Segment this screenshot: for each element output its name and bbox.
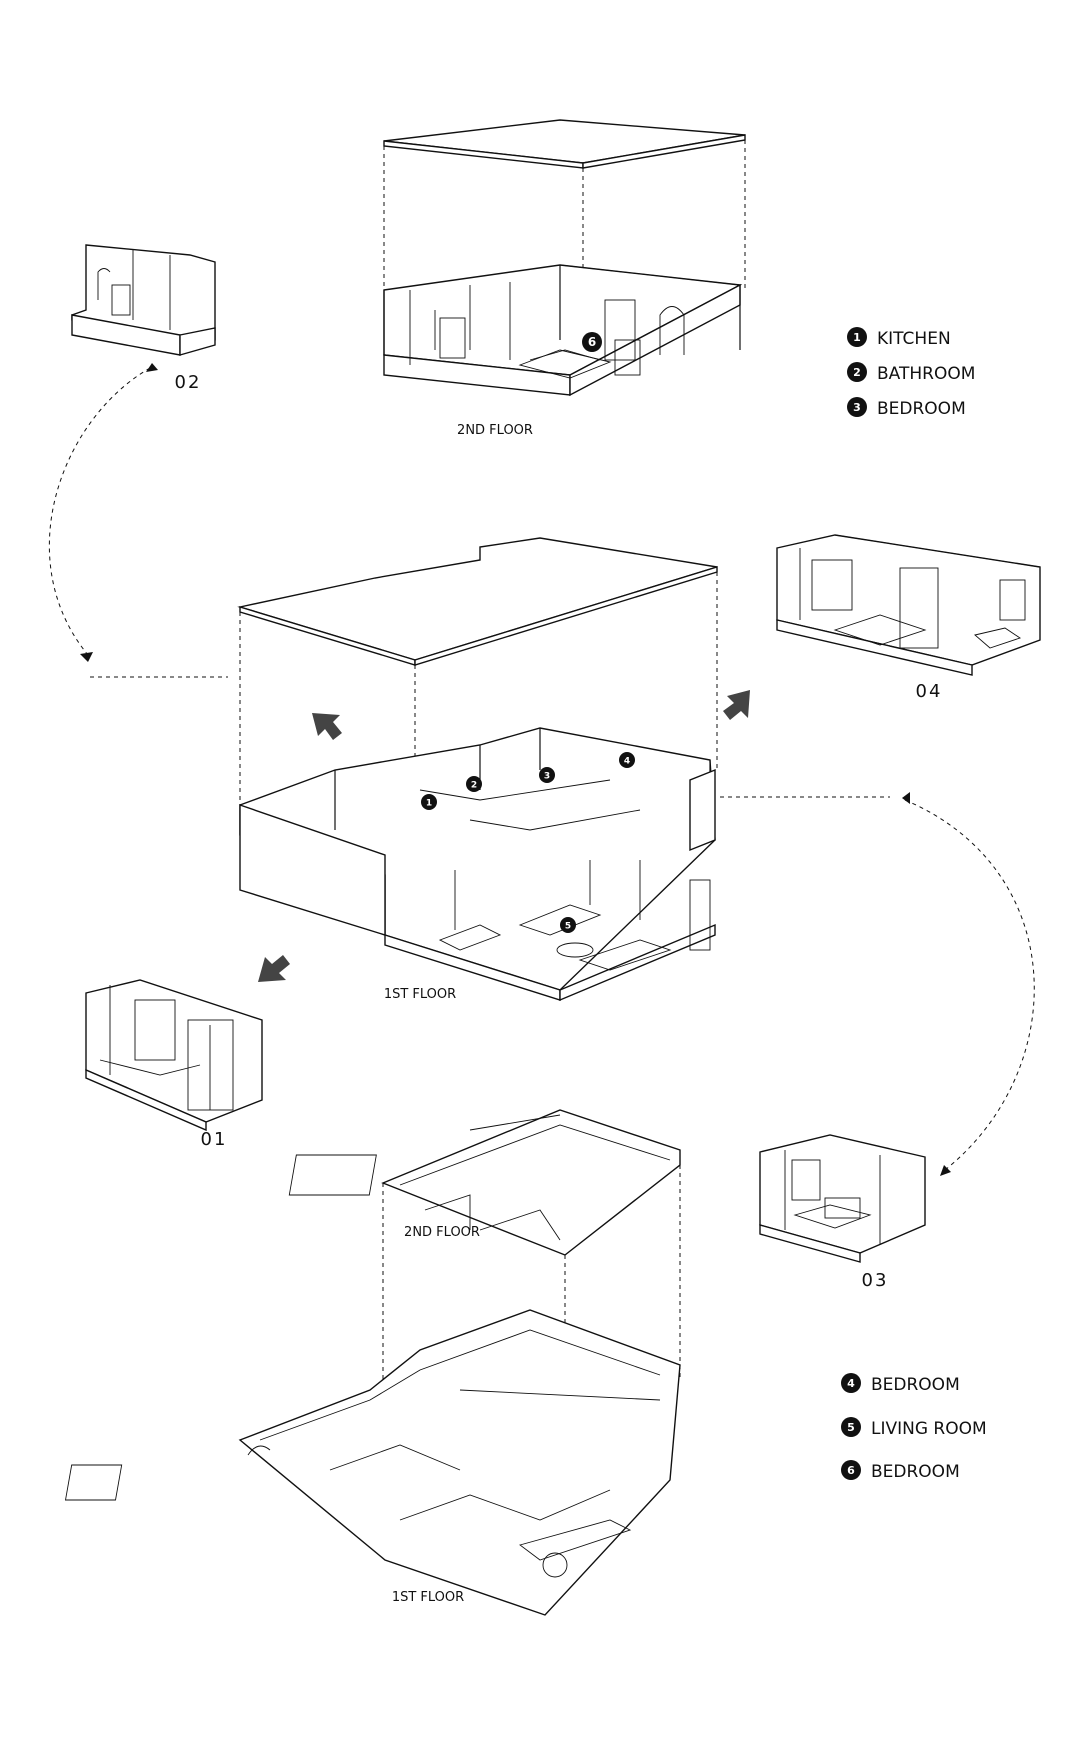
svg-text:1: 1 <box>853 331 861 344</box>
floor-label-model-1st: 1ST FLOOR <box>384 987 456 1002</box>
svg-text:3: 3 <box>853 401 861 414</box>
svg-text:4: 4 <box>624 757 630 767</box>
view-label-03: 03 <box>862 1270 889 1291</box>
arrow-to-view-04-icon <box>723 690 750 720</box>
svg-text:BEDROOM: BEDROOM <box>871 1462 960 1482</box>
room-marker-5: 5 <box>560 917 576 933</box>
legend-bottom: 4 BEDROOM 5 LIVING ROOM 6 BEDROOM <box>841 1373 987 1482</box>
svg-text:1: 1 <box>426 799 432 809</box>
room-marker-3: 3 <box>539 767 555 783</box>
arrowhead-icon <box>80 652 93 662</box>
view-connectors <box>48 363 1035 1176</box>
svg-text:6: 6 <box>847 1464 855 1477</box>
room-marker-1: 1 <box>421 794 437 810</box>
view-label-04: 04 <box>916 681 943 702</box>
room-marker-4: 4 <box>619 752 635 768</box>
view-label-01: 01 <box>201 1129 228 1150</box>
legend-item-bathroom: 2 BATHROOM <box>847 362 975 384</box>
view-02-model <box>71 244 216 356</box>
direction-arrows <box>258 690 750 982</box>
arrowhead-icon <box>146 363 158 372</box>
svg-text:BATHROOM: BATHROOM <box>877 364 975 384</box>
arrowhead-icon <box>902 792 910 804</box>
legend-item-living-room: 5 LIVING ROOM <box>841 1417 987 1439</box>
first-floor-plan <box>64 1309 681 1616</box>
room-markers: 1 2 3 4 5 6 <box>421 332 635 933</box>
svg-text:BEDROOM: BEDROOM <box>877 399 966 419</box>
legend-item-bedroom-4: 4 BEDROOM <box>841 1373 960 1395</box>
legend-item-bedroom-6: 6 BEDROOM <box>841 1460 960 1482</box>
view-03-model <box>759 1134 926 1263</box>
first-floor-model <box>237 537 718 1002</box>
arrow-to-view-01-icon <box>258 955 290 982</box>
room-marker-6: 6 <box>582 332 602 352</box>
svg-text:2: 2 <box>471 781 477 791</box>
svg-text:KITCHEN: KITCHEN <box>877 329 951 349</box>
view-04-model <box>776 534 1041 676</box>
svg-text:LIVING ROOM: LIVING ROOM <box>871 1419 987 1439</box>
arrow-to-view-02-icon <box>312 713 342 740</box>
legend-item-kitchen: 1 KITCHEN <box>847 327 951 349</box>
room-marker-2: 2 <box>466 776 482 792</box>
svg-text:2: 2 <box>853 366 861 379</box>
svg-text:BEDROOM: BEDROOM <box>871 1375 960 1395</box>
arrowhead-icon <box>940 1165 951 1176</box>
view-01-model <box>85 979 263 1132</box>
second-floor-model <box>383 119 746 397</box>
view-label-02: 02 <box>175 372 202 393</box>
svg-text:5: 5 <box>565 922 571 932</box>
floor-label-top-2nd: 2ND FLOOR <box>457 423 533 438</box>
svg-text:3: 3 <box>544 772 550 782</box>
svg-text:6: 6 <box>588 335 596 349</box>
floor-label-plan-2nd: 2ND FLOOR <box>404 1225 480 1240</box>
svg-text:5: 5 <box>847 1421 855 1434</box>
floor-label-plan-1st: 1ST FLOOR <box>392 1590 464 1605</box>
svg-text:4: 4 <box>847 1377 855 1390</box>
legend-item-bedroom-3: 3 BEDROOM <box>847 397 966 419</box>
legend-top: 1 KITCHEN 2 BATHROOM 3 BEDROOM <box>847 327 975 419</box>
